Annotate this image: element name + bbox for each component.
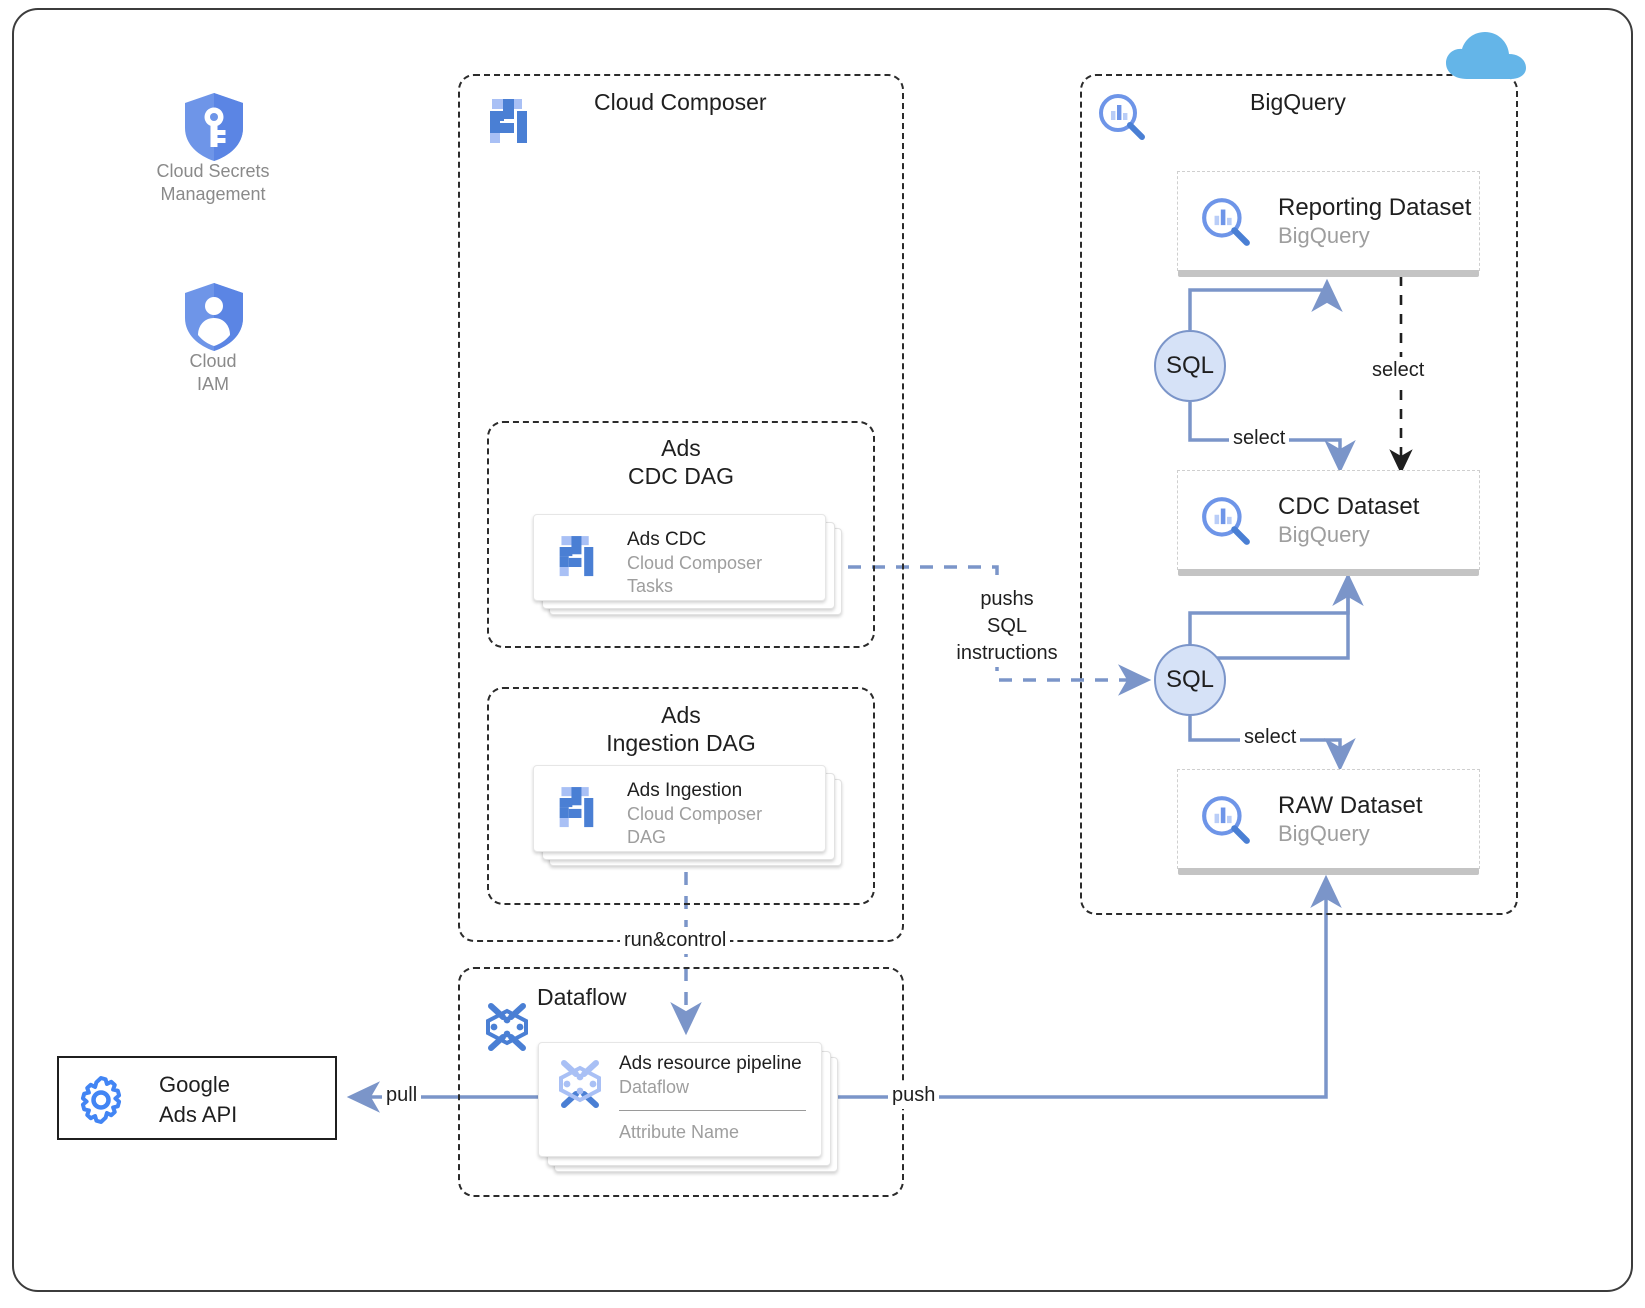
cloud-composer-icon xyxy=(559,536,594,577)
sql-node-cdc[interactable]: SQL xyxy=(1154,644,1226,716)
service-label: Cloud Secrets Management xyxy=(156,161,270,204)
edge-label-select-cdc: select xyxy=(1229,425,1290,452)
dataset-reporting[interactable]: Reporting Dataset BigQuery xyxy=(1177,171,1480,277)
dataset-title: Reporting Dataset xyxy=(1278,194,1472,221)
service-label: Cloud IAM xyxy=(189,351,237,394)
cloud-composer-icon xyxy=(490,99,527,143)
edge-label-select-reporting-to-cdc: select xyxy=(1368,357,1429,384)
card-ads-cdc[interactable]: Ads CDC Cloud Composer Tasks xyxy=(533,514,826,601)
zone-ads-cdc-dag xyxy=(487,421,875,648)
card-subtitle: Dataflow xyxy=(619,1077,690,1097)
ads-cdc-dag-title: Ads CDC DAG xyxy=(627,435,735,489)
edge-label-pushs-sql: pushs SQL instructions xyxy=(943,586,1071,667)
dataset-title: CDC Dataset xyxy=(1278,493,1420,520)
shield-person-icon xyxy=(185,283,243,351)
dataset-subtitle: BigQuery xyxy=(1278,223,1370,248)
card-subtitle-2: DAG xyxy=(627,827,667,847)
dataflow-icon xyxy=(486,1003,528,1051)
edge-label-select-raw: select xyxy=(1240,724,1301,751)
edge-label-pull: pull xyxy=(382,1082,422,1109)
card-title: Ads Ingestion xyxy=(627,780,743,801)
google-ads-api-label: Google Ads API xyxy=(159,1072,238,1127)
card-ads-resource-pipeline[interactable]: Ads resource pipeline Dataflow Attribute… xyxy=(538,1042,822,1157)
dataset-subtitle: BigQuery xyxy=(1278,821,1370,846)
bigquery-icon xyxy=(1099,94,1145,140)
ads-ingestion-dag-title: Ads Ingestion DAG xyxy=(606,702,756,756)
card-title: Ads CDC xyxy=(627,529,707,550)
card-ads-ingestion[interactable]: Ads Ingestion Cloud Composer DAG xyxy=(533,765,826,852)
edge-label-run-and-control: run&control xyxy=(620,927,731,954)
google-ads-api-box[interactable]: Google Ads API xyxy=(57,1056,337,1140)
bigquery-icon xyxy=(1202,497,1250,545)
dataset-cdc[interactable]: CDC Dataset BigQuery xyxy=(1177,470,1480,576)
card-divider xyxy=(619,1110,806,1111)
card-attribute-name: Attribute Name xyxy=(619,1122,740,1142)
bigquery-icon xyxy=(1202,198,1250,246)
cloud-composer-icon xyxy=(559,787,594,828)
zone-title: Cloud Composer xyxy=(594,89,767,115)
dataflow-icon xyxy=(559,1060,601,1108)
sql-node-reporting[interactable]: SQL xyxy=(1154,330,1226,402)
cloud-icon xyxy=(1446,32,1526,79)
dataset-subtitle: BigQuery xyxy=(1278,522,1370,547)
card-subtitle-1: Cloud Composer xyxy=(627,553,763,573)
shield-key-icon xyxy=(185,93,243,161)
zone-bigquery xyxy=(1080,74,1518,915)
dataset-title: RAW Dataset xyxy=(1278,792,1423,819)
bigquery-icon xyxy=(1202,796,1250,844)
gear-icon xyxy=(80,1076,122,1124)
zone-title: BigQuery xyxy=(1250,89,1346,115)
card-subtitle-1: Cloud Composer xyxy=(627,804,763,824)
zone-title: Dataflow xyxy=(537,984,627,1010)
edge-label-push: push xyxy=(888,1082,940,1109)
card-title: Ads resource pipeline xyxy=(619,1053,802,1074)
card-subtitle-2: Tasks xyxy=(627,576,674,596)
zone-ads-ingestion-dag xyxy=(487,687,875,905)
dataset-raw[interactable]: RAW Dataset BigQuery xyxy=(1177,769,1480,875)
